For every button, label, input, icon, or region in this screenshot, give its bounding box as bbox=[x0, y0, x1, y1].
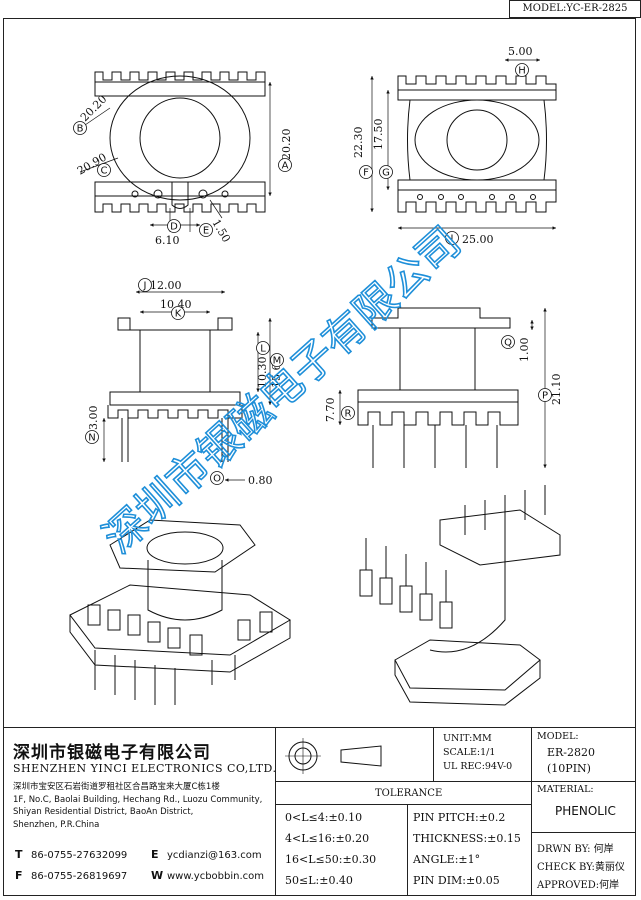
svg-text:Q: Q bbox=[504, 338, 512, 349]
dim-r-text: 7.70 bbox=[324, 398, 337, 423]
side-view-dims bbox=[102, 290, 272, 482]
drawing-sheet bbox=[3, 18, 636, 896]
angle-tolerance: ANGLE:±1° bbox=[413, 853, 481, 866]
technical-drawing: 20.20 20.20 20.90 1.50 6.10 5.00 22.30 1… bbox=[69, 45, 563, 706]
dim-d-text: 6.10 bbox=[155, 234, 180, 247]
dim-p-text: 21.10 bbox=[550, 374, 563, 406]
dim-n-text: 3.00 bbox=[87, 406, 100, 431]
svg-text:F: F bbox=[363, 168, 369, 179]
title-block: 深圳市银磁电子有限公司 SHENZHEN YINCI ELECTRONICS C… bbox=[3, 727, 636, 896]
model-label: MODEL: bbox=[537, 731, 579, 742]
address-cn: 深圳市宝安区石岩街道罗租社区合昌路宝来大厦C栋1楼 bbox=[13, 782, 220, 792]
svg-text:D: D bbox=[170, 222, 178, 233]
tb-divider-2 bbox=[531, 728, 532, 895]
approved-by: APPROVED:何岸 bbox=[537, 880, 620, 891]
tolerance-3: 16<L≤50:±0.30 bbox=[285, 853, 377, 866]
tb-divider-1 bbox=[275, 728, 276, 895]
dim-o-text: 0.80 bbox=[248, 474, 273, 487]
company-name-cn: 深圳市银磁电子有限公司 bbox=[13, 743, 211, 763]
tolerance-1: 0<L≤4:±0.10 bbox=[285, 811, 363, 824]
svg-text:L: L bbox=[260, 344, 266, 355]
unit: UNIT:MM bbox=[443, 733, 492, 744]
dim-g-text: 17.50 bbox=[372, 119, 385, 151]
dim-h-text: 5.00 bbox=[508, 45, 533, 58]
svg-text:C: C bbox=[101, 166, 108, 177]
circled-label-text: A B C D E F G H I J K L M N O P Q R bbox=[77, 66, 548, 485]
dim-e-text: 1.50 bbox=[209, 217, 233, 245]
svg-text:G: G bbox=[382, 168, 390, 179]
tolerance-2: 4<L≤16:±0.20 bbox=[285, 832, 370, 845]
dim-i-text: 25.00 bbox=[462, 233, 494, 246]
iso-view-left bbox=[69, 519, 291, 705]
company-name-en: SHENZHEN YINCI ELECTRONICS CO,LTD. bbox=[13, 762, 277, 775]
svg-text:B: B bbox=[77, 124, 84, 135]
pin-count: (10PIN) bbox=[547, 762, 591, 775]
iso-view-right bbox=[359, 485, 561, 706]
drawn-by: DRWN BY: 何岸 bbox=[537, 844, 614, 855]
top-view bbox=[94, 71, 266, 213]
dim-q-text: 1.00 bbox=[518, 338, 531, 363]
dim-k-text: 10.40 bbox=[160, 298, 192, 311]
side-view bbox=[107, 317, 243, 462]
model-value: ER-2820 bbox=[547, 746, 596, 759]
scale: SCALE:1/1 bbox=[443, 747, 496, 758]
pin-dim-tolerance: PIN DIM:±0.05 bbox=[413, 874, 500, 887]
circled-labels bbox=[73, 63, 552, 485]
svg-text:I: I bbox=[451, 234, 454, 245]
dim-j-text: 12.00 bbox=[150, 279, 182, 292]
svg-text:H: H bbox=[518, 66, 526, 77]
thickness-tolerance: THICKNESS:±0.15 bbox=[413, 832, 521, 845]
tb-divider-4 bbox=[531, 781, 636, 782]
part-sketch bbox=[285, 738, 382, 774]
bottom-view bbox=[397, 75, 557, 213]
svg-text:O: O bbox=[213, 474, 221, 485]
address-en-3: Shenzhen, P.R.China bbox=[13, 819, 100, 830]
svg-text:N: N bbox=[88, 433, 95, 444]
tb-divider-3 bbox=[275, 781, 531, 782]
svg-text:R: R bbox=[345, 409, 352, 420]
address-en-1: 1F, No.C, Baolai Building, Hechang Rd., … bbox=[13, 794, 263, 805]
material-value: PHENOLIC bbox=[555, 804, 616, 818]
checked-by: CHECK BY:黄丽仪 bbox=[537, 862, 625, 873]
svg-text:M: M bbox=[273, 356, 282, 367]
tb-divider-8 bbox=[275, 804, 531, 805]
front-view bbox=[357, 307, 519, 468]
tb-divider-6 bbox=[433, 728, 434, 781]
svg-text:K: K bbox=[175, 309, 182, 320]
dim-l-text: 10.30 bbox=[256, 357, 269, 389]
dim-a-text: 20.20 bbox=[280, 129, 293, 161]
front-view-dims bbox=[338, 308, 547, 468]
tolerance-4: 50≤L:±0.40 bbox=[285, 874, 353, 887]
tb-divider-5 bbox=[531, 832, 636, 833]
svg-text:P: P bbox=[542, 391, 548, 402]
bottom-view-dims bbox=[370, 58, 556, 230]
pin-pitch-tolerance: PIN PITCH:±0.2 bbox=[413, 811, 506, 824]
tb-divider-7 bbox=[407, 804, 408, 895]
svg-text:J: J bbox=[143, 281, 147, 292]
dim-f-text: 22.30 bbox=[352, 127, 365, 159]
material-label: MATERIAL: bbox=[537, 784, 594, 795]
svg-text:A: A bbox=[282, 161, 289, 172]
company-address: 深圳市宝安区石岩街道罗租社区合昌路宝来大厦C栋1楼 1F, No.C, Baol… bbox=[13, 781, 278, 831]
ul-rec: UL REC:94V-0 bbox=[443, 761, 513, 772]
tolerance-title: TOLERANCE bbox=[375, 788, 443, 799]
address-en-2: Shiyan Residential District, BaoAn Distr… bbox=[13, 807, 194, 817]
svg-text:E: E bbox=[203, 226, 209, 237]
